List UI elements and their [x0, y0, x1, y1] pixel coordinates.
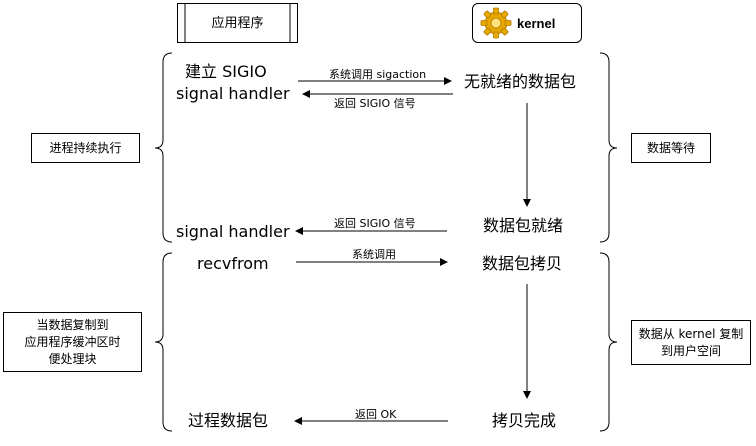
arrow-label-syscall: 系统调用 [352, 248, 396, 261]
arrow-label-sigio-1-text: 返回 SIGIO 信号 [334, 97, 416, 110]
arrow-label-ok: 返回 OK [355, 408, 396, 421]
app-step-recvfrom: recvfrom [197, 254, 269, 273]
app-step-setup-handler-line2: signal handler [176, 84, 290, 103]
kernel-header-label: kernel [517, 15, 556, 31]
kernel-step-copy-done: 拷贝完成 [492, 411, 556, 430]
arrow-label-sigio-2: 返回 SIGIO 信号 [334, 217, 416, 230]
app-header-label: 应用程序 [211, 15, 264, 31]
app-step-recvfrom-text: recvfrom [197, 254, 269, 273]
kernel-step-packet-ready: 数据包就绪 [483, 216, 563, 235]
note-process-block-text: 当数据复制到 应用程序缓冲区时 便处理块 [24, 317, 121, 366]
app-step-setup-handler: signal handler [176, 84, 290, 103]
kernel-step-no-packet: 无就绪的数据包 [464, 72, 576, 91]
arrow-label-ok-text: 返回 OK [355, 408, 397, 421]
kernel-header-box: kernel [472, 3, 582, 43]
note-process-continues: 进程持续执行 [31, 133, 140, 163]
app-step-process-packet: 过程数据包 [188, 411, 268, 430]
kernel-step-packet-ready-text: 数据包就绪 [483, 216, 564, 235]
left-brace-bottom [154, 252, 173, 432]
app-step-setup-sigio: 建立 SIGIO [185, 62, 267, 81]
arrow-label-sigio-2-text: 返回 SIGIO 信号 [334, 217, 416, 230]
arrow-label-syscall-text: 系统调用 [352, 248, 396, 261]
note-copy-to-user-text: 数据从 kernel 复制 到用户空间 [638, 326, 744, 358]
kernel-step-no-packet-text: 无就绪的数据包 [464, 72, 577, 91]
note-copy-to-user: 数据从 kernel 复制 到用户空间 [631, 320, 751, 365]
kernel-step-packet-copy: 数据包拷贝 [482, 254, 562, 273]
arrow-label-sigaction: 系统调用 sigaction [329, 68, 426, 81]
right-brace-bottom [599, 252, 618, 432]
app-step-setup-sigio-line1: 建立 SIGIO [185, 62, 267, 81]
app-header-box: 应用程序 [177, 3, 298, 43]
app-step-process-packet-text: 过程数据包 [188, 411, 269, 430]
kernel-step-packet-copy-text: 数据包拷贝 [482, 254, 563, 273]
app-step-signal-handler: signal handler [176, 222, 290, 241]
left-brace-top [154, 52, 173, 243]
app-step-signal-handler-text: signal handler [176, 222, 290, 241]
note-process-block: 当数据复制到 应用程序缓冲区时 便处理块 [3, 312, 142, 372]
right-brace-top [599, 52, 618, 243]
arrow-label-sigaction-text: 系统调用 sigaction [329, 68, 427, 81]
note-process-continues-text: 进程持续执行 [49, 140, 122, 155]
note-data-wait-text: 数据等待 [646, 140, 695, 155]
note-data-wait: 数据等待 [631, 133, 711, 163]
kernel-step-copy-done-text: 拷贝完成 [492, 411, 557, 430]
arrow-label-sigio-1: 返回 SIGIO 信号 [334, 97, 416, 110]
gear-icon [480, 7, 512, 39]
